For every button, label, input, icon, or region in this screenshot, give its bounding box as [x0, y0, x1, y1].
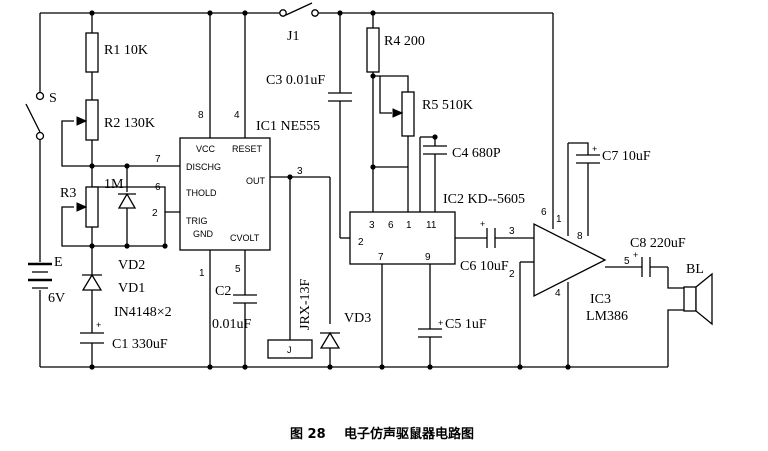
relay-contact-j1: [279, 2, 319, 17]
figure-number: 图 28: [290, 427, 326, 442]
r2-wiper-arrow: [76, 116, 88, 126]
capacitor-c2-label: C2: [215, 284, 231, 299]
diode-vd2-label: VD2: [118, 258, 145, 273]
diode-vd1: [81, 273, 103, 291]
ic2-pin-7: 7: [378, 252, 384, 263]
ic3-pin-3: 3: [509, 226, 515, 237]
capacitor-c7-label: C7 10uF: [602, 149, 651, 164]
wires: [39, 12, 684, 368]
diode-vd2: [117, 192, 137, 209]
ic3-lm386-body: [533, 222, 607, 298]
ic1-pin-cvolt: CVOLT: [230, 233, 260, 243]
relay-coil-label: J: [287, 345, 292, 355]
r5-wiper-arrow: [392, 108, 404, 118]
ic1-pin-reset: RESET: [232, 144, 263, 154]
ic1-pin-5: 5: [235, 264, 241, 275]
ic1-pin-2: 2: [152, 208, 158, 219]
speaker-bl: [683, 272, 713, 326]
capacitor-c2: [233, 294, 257, 304]
capacitor-c5-label: C5 1uF: [445, 317, 487, 332]
potentiometer-r2: [85, 99, 99, 141]
ic1-pin-out: OUT: [246, 176, 266, 186]
switch-s-label: S: [49, 91, 57, 106]
potentiometer-r5-label: R5 510K: [422, 98, 473, 113]
diode-vd3-label: VD3: [344, 311, 371, 326]
capacitor-c1-label: C1 330uF: [112, 337, 168, 352]
capacitor-c8-label: C8 220uF: [630, 236, 686, 251]
resistor-r4: [366, 27, 380, 73]
ic1-pin-8: 8: [198, 110, 204, 121]
ic3-pin-2: 2: [509, 269, 515, 280]
ic1-pin-trig: TRIG: [186, 216, 208, 226]
c8-polarity: +: [633, 250, 638, 260]
c1-polarity: +: [96, 320, 101, 330]
ic1-pin-7: 7: [155, 154, 161, 165]
potentiometer-r3-value: 1M: [104, 177, 124, 192]
relay-model-label: JRX-13F: [298, 278, 313, 330]
ic1-pin-3: 3: [297, 166, 303, 177]
capacitor-c6: [486, 228, 496, 248]
battery-e: [28, 262, 52, 289]
ic2-label: IC2 KD--5605: [443, 192, 525, 207]
ic3-label: IC3: [590, 292, 611, 307]
potentiometer-r3: [85, 186, 99, 228]
ic3-pin-4: 4: [555, 288, 561, 299]
capacitor-c4: [423, 145, 447, 155]
ic2-pin-3: 3: [369, 220, 375, 231]
battery-e-label: E: [54, 255, 63, 270]
figure-caption: 电子仿声驱鼠器电路图: [344, 426, 474, 442]
r3-wiper-arrow: [76, 202, 88, 212]
capacitor-c3-label: C3 0.01uF: [266, 73, 325, 88]
ic3-pin-8: 8: [577, 231, 583, 242]
capacitor-c8: [641, 257, 651, 277]
capacitor-c6-label: C6 10uF: [460, 259, 509, 274]
ic3-pin-5: 5: [624, 256, 630, 267]
c7-polarity: +: [592, 144, 597, 154]
ic2-pin-11: 11: [426, 220, 437, 231]
c6-polarity: +: [480, 219, 485, 229]
ic1-pin-1: 1: [199, 268, 205, 279]
resistor-r4-label: R4 200: [384, 34, 425, 49]
capacitor-c1: [80, 332, 104, 344]
speaker-bl-label: BL: [686, 262, 704, 277]
diode-type-label: IN4148×2: [114, 305, 172, 320]
capacitor-c3: [328, 92, 352, 102]
junction-dots: [89, 10, 571, 370]
ic2-kd5605-body: [349, 211, 456, 265]
capacitor-c4-label: C4 680P: [452, 146, 501, 161]
relay-contact-j1-label: J1: [287, 29, 299, 44]
resistor-r1: [85, 32, 99, 73]
ic3-pin-6: 6: [541, 207, 547, 218]
ic1-pin-4: 4: [234, 110, 240, 121]
potentiometer-r2-label: R2 130K: [104, 116, 155, 131]
switch-s: [25, 91, 45, 141]
ic1-pin-thold: THOLD: [186, 188, 217, 198]
capacitor-c2-value: 0.01uF: [212, 317, 252, 332]
ic1-ne555-body: [179, 137, 271, 251]
ic3-pin-1: 1: [556, 214, 562, 225]
ic2-pin-1: 1: [406, 220, 412, 231]
battery-voltage-label: 6V: [48, 291, 65, 306]
resistor-r1-label: R1 10K: [104, 43, 148, 58]
ic1-pin-dischg: DISCHG: [186, 162, 221, 172]
ic1-pin-gnd: GND: [193, 229, 214, 239]
ic2-pin-6: 6: [388, 220, 394, 231]
c5-polarity: +: [438, 318, 443, 328]
ic2-pin-9: 9: [425, 252, 431, 263]
ic1-pin-6: 6: [155, 182, 161, 193]
diode-vd3: [319, 331, 341, 349]
potentiometer-r3-label: R3: [60, 186, 76, 201]
ic1-pin-vcc: VCC: [196, 144, 216, 154]
capacitor-c7: [576, 154, 600, 164]
relay-coil: [267, 339, 313, 359]
ic2-pin-2: 2: [358, 237, 364, 248]
ic3-name-label: LM386: [586, 309, 628, 324]
capacitor-c5: [418, 328, 442, 338]
diode-vd1-label: VD1: [118, 281, 145, 296]
ic1-label: IC1 NE555: [256, 119, 320, 134]
potentiometer-r5: [401, 91, 415, 137]
